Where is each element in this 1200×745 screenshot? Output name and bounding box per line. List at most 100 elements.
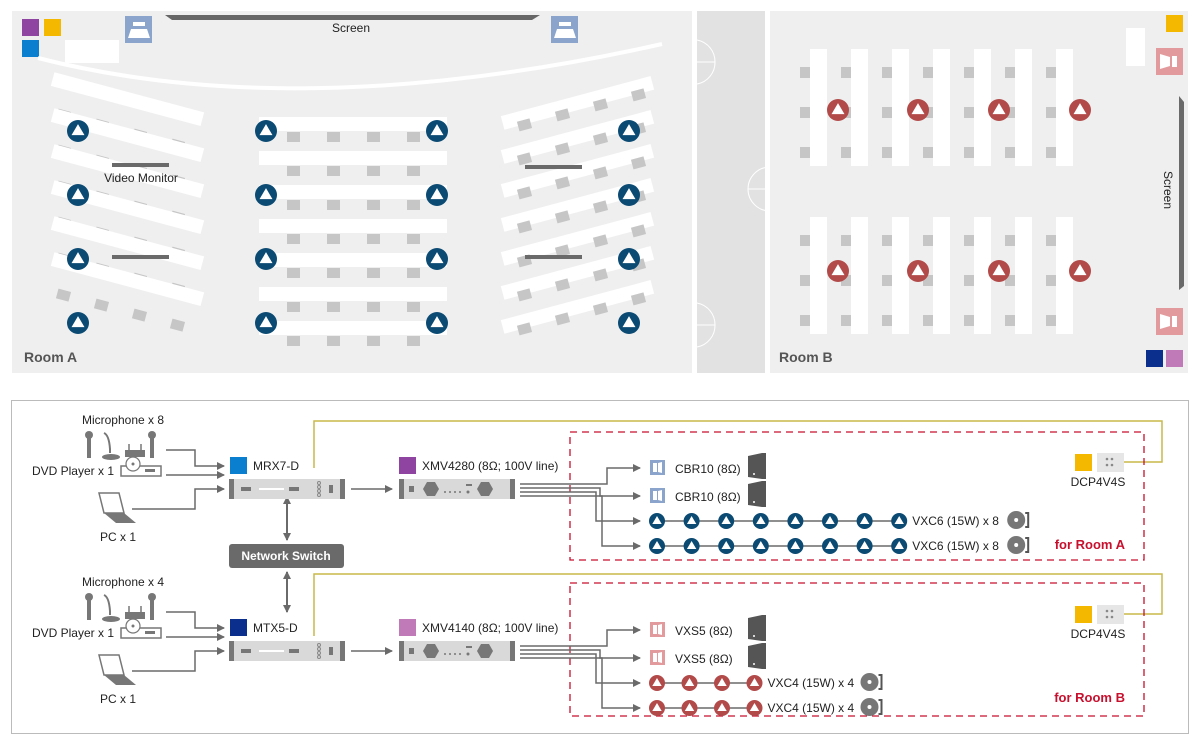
chair [407,234,420,244]
table [500,144,655,198]
dcp-panel-icon [1097,453,1124,472]
ceiling-speaker-icon [714,700,730,716]
door-icon [747,166,771,190]
chair [800,67,810,78]
ceiling-speaker-icon [649,675,665,691]
wall-speaker-icon [1156,48,1183,75]
ceiling-speaker-icon [718,513,735,529]
chair [923,147,933,158]
ceiling-speaker-icon [67,184,89,206]
box-speaker-icon [748,453,766,479]
amplifier-unit [399,479,515,499]
chair [964,275,974,286]
ceiling-speaker-photo-icon [860,673,883,691]
ceiling-speaker-icon [1069,99,1091,121]
control-line-room-b [313,573,1163,636]
dcp-panel-icon [1097,605,1124,624]
screen-bar [165,15,540,20]
table [500,178,655,232]
chair [287,200,300,210]
chair [592,98,609,112]
ceiling-speaker-icon [718,538,735,554]
ceiling-speaker-icon [649,700,665,716]
cabinet-speaker-label: VXS5 (8Ω) [675,624,733,638]
chair [964,67,974,78]
chair [169,318,186,332]
table [259,219,447,233]
ceiling-speaker-label: VXC6 (15W) x 8 [912,539,999,553]
chair [1005,107,1015,118]
door-icon [696,39,716,63]
chair [327,336,340,346]
chair [367,268,380,278]
chair [327,132,340,142]
table [259,185,447,199]
table [50,252,205,306]
table [500,246,655,300]
ceiling-speaker-icon [618,120,640,142]
room-a-screen-label: Screen [332,21,370,35]
ceiling-speaker-label: VXC4 (15W) x 4 [768,676,855,690]
chair [841,275,851,286]
ceiling-speaker-icon [856,538,873,554]
table [974,49,991,166]
ceiling-speaker-icon [907,99,929,121]
ceiling-speaker-icon [681,700,698,716]
ceiling-speaker-icon [827,99,849,121]
chair [882,275,892,286]
dcp-swatch [1075,606,1092,623]
chair [367,166,380,176]
door-icon [696,324,716,348]
chair [1005,235,1015,246]
ceiling-speaker-photo-icon [1007,511,1030,529]
zone-room-a-label: for Room A [1055,537,1126,552]
table [500,280,655,334]
ceiling-speaker-icon [891,538,908,554]
chair [554,278,571,292]
ceiling-speaker-icon [255,312,277,334]
chair [841,315,851,326]
door-icon [747,188,771,212]
amp-output-line [520,626,641,647]
chair [516,322,533,336]
chair [630,156,647,170]
chair [923,67,933,78]
amp-output-line [520,495,641,550]
dcp-swatch [1075,454,1092,471]
ceiling-speaker-icon [255,120,277,142]
box-speaker-icon [748,615,766,641]
chair [367,132,380,142]
pc-signal-line [132,485,225,510]
table [1056,49,1073,166]
ceiling-speaker-icon [618,248,640,270]
box-speaker-icon [748,643,766,669]
ceiling-speaker-icon [822,538,838,554]
speaker-symbol-icon [650,650,665,665]
table [50,180,205,234]
chair [287,166,300,176]
room-b-screen-label: Screen [1161,171,1175,209]
cabinet-speaker-label: VXS5 (8Ω) [675,652,733,666]
network-switch-label: Network Switch [241,549,330,563]
chair [516,152,533,166]
table [1056,217,1073,334]
processor-unit [229,641,345,661]
door-icon [696,302,716,326]
chair [923,235,933,246]
table [50,108,205,162]
legend-swatch-xmv4280 [22,19,39,36]
microphone-icons [85,593,156,622]
chair [592,268,609,282]
ceiling-speaker-photo-icon [860,698,883,716]
amp-output-line [520,491,641,525]
corridor [697,11,765,373]
zone-room-a [569,431,1145,561]
video-monitor [525,255,582,259]
legend-swatch-dcp [1166,15,1183,32]
chair [1046,107,1056,118]
chair [964,315,974,326]
chair [1005,315,1015,326]
chair [1046,275,1056,286]
